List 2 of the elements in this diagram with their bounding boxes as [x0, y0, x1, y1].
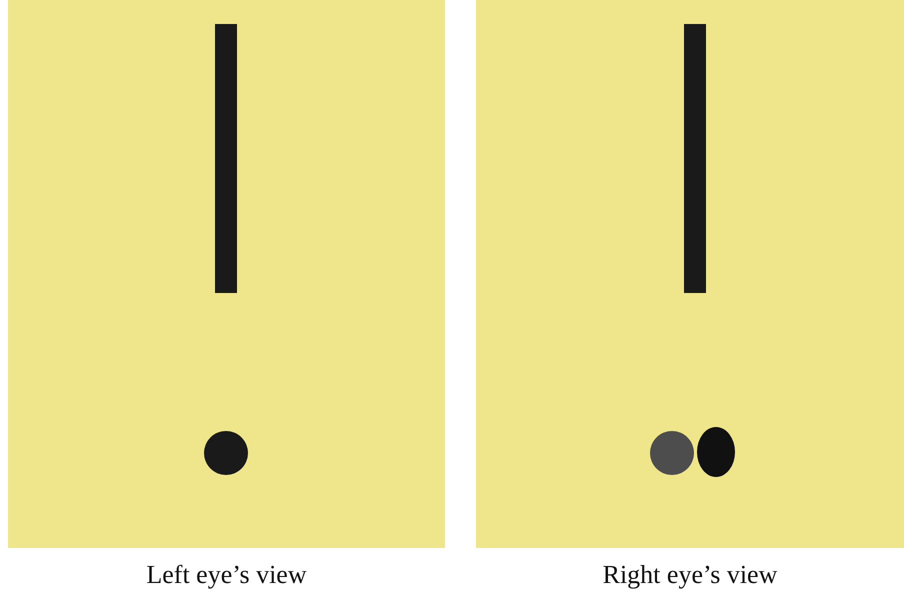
view-caption: Left eye’s view [146, 560, 307, 589]
view-caption: Right eye’s view [602, 560, 778, 589]
